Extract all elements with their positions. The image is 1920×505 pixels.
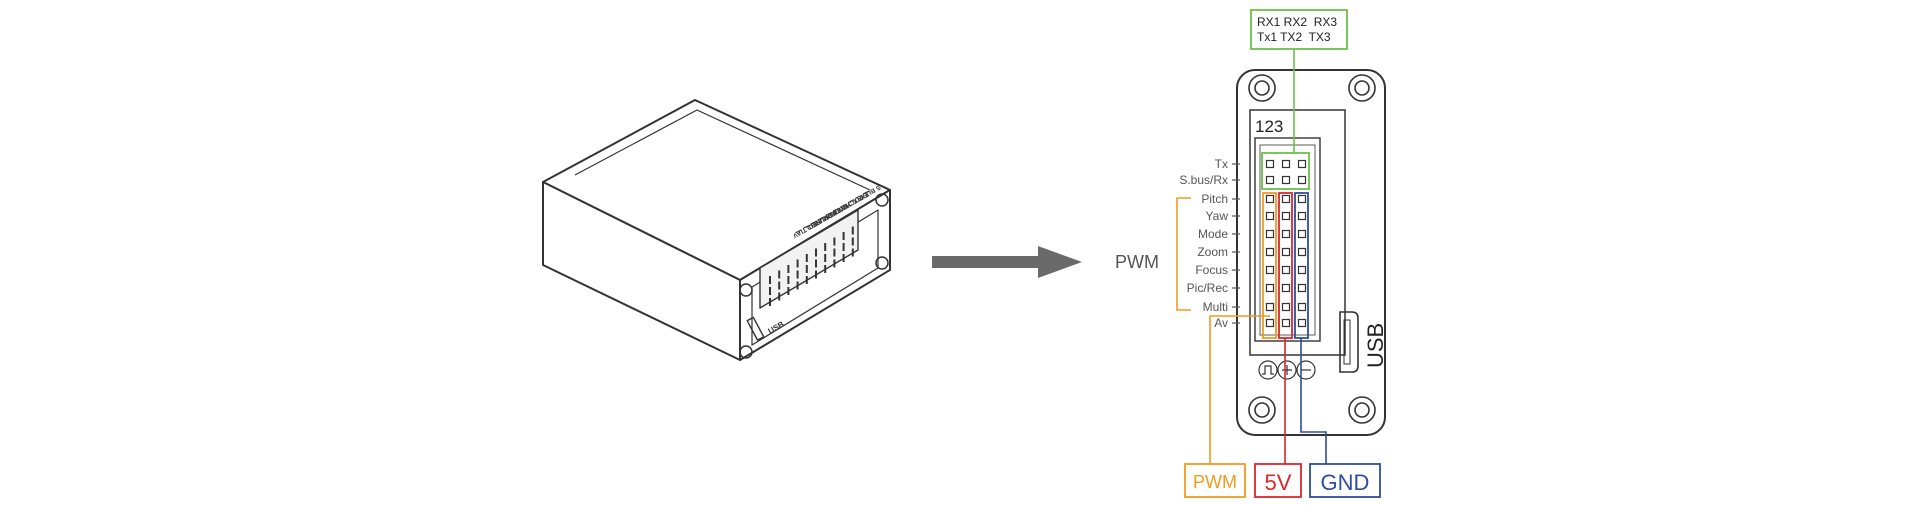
connector-pin (1281, 265, 1291, 275)
pin-label: Tx (1215, 157, 1228, 171)
uart-box-line2: Tx1 TX2 TX3 (1257, 30, 1331, 44)
connector-pin (1265, 211, 1275, 221)
pin-label: Zoom (1197, 245, 1228, 259)
device-label: AV (791, 229, 802, 240)
connector-pin (1281, 159, 1291, 169)
pwm-box-label: PWM (1193, 472, 1237, 492)
device-top-edge (574, 109, 871, 191)
gnd-box (1309, 463, 1381, 498)
pwm-group-label: PWM (1115, 252, 1159, 272)
connector-pin (1297, 159, 1307, 169)
connector-pin (1265, 283, 1275, 293)
minus-symbol (1296, 360, 1316, 380)
connector-pin (1265, 229, 1275, 239)
gnd-leader-line (1300, 338, 1327, 464)
connector-pin (1281, 247, 1291, 257)
device-label-tick (855, 194, 862, 199)
connector-pin (1281, 211, 1291, 221)
usb-label: USB (1363, 323, 1388, 368)
pwm-leader-line (1209, 315, 1270, 464)
device-label-tick (802, 224, 810, 229)
uart-box (1250, 9, 1348, 50)
connector-pin (1265, 194, 1275, 204)
device-label-tick (847, 199, 855, 204)
device-3d-illustration (542, 99, 891, 361)
connector-pin (1297, 318, 1307, 328)
screw-top-left (1248, 74, 1276, 102)
connector-pin (1297, 194, 1307, 204)
device-label-tick (795, 229, 802, 234)
device-label-tick (810, 220, 817, 225)
pwm-group-bracket (1176, 197, 1191, 311)
device-label-tick (832, 207, 840, 212)
v5-box (1254, 463, 1302, 498)
connector-pin (1265, 159, 1275, 169)
connector-pin (1297, 302, 1307, 312)
device-connector-opening (759, 209, 859, 309)
plus-symbol (1277, 360, 1297, 380)
connector-pin (1297, 211, 1307, 221)
header-housing (1254, 137, 1321, 342)
connector-pin (1297, 247, 1307, 257)
connector-pin (1265, 175, 1275, 185)
pin-label: S.bus/Rx (1179, 173, 1228, 187)
direction-arrow (932, 246, 1082, 278)
screw-bottom-right (1348, 396, 1376, 424)
connector-pin-grid (1265, 159, 1307, 328)
pin-label: Mode (1198, 227, 1228, 241)
device-pin-grid (769, 226, 854, 306)
screw-top-right (1348, 74, 1376, 102)
inner-board (1249, 109, 1346, 356)
connector-pin (1297, 175, 1307, 185)
connector-pin (1297, 283, 1307, 293)
connector-pin (1265, 318, 1275, 328)
gnd-box-label: GND (1321, 470, 1370, 495)
device-label: TX (858, 190, 869, 201)
usb-port (1339, 311, 1359, 373)
pwm-column-frame (1262, 192, 1277, 339)
header-housing-inner (1259, 144, 1316, 336)
pin-label: Av (1214, 316, 1228, 330)
device-label-tick (825, 212, 832, 216)
pin-label: Focus (1195, 263, 1228, 277)
connector-pin (1297, 265, 1307, 275)
connector-pin (1297, 229, 1307, 239)
corner-screws (1248, 74, 1376, 424)
v5-box-label: 5V (1265, 470, 1292, 495)
pin-label: Multi (1203, 300, 1228, 314)
column-numbers: 123 (1255, 117, 1283, 136)
connector-pin (1265, 265, 1275, 275)
connector-pin (1281, 318, 1291, 328)
connector-pin (1281, 283, 1291, 293)
device-label-tick (817, 216, 825, 221)
pin-label: Pitch (1201, 192, 1228, 206)
connector-pin (1281, 175, 1291, 185)
connector-pin (1281, 302, 1291, 312)
uart-rows-frame (1261, 152, 1310, 190)
connector-pin (1265, 247, 1275, 257)
connector-pin (1281, 194, 1291, 204)
device-label-tick (862, 190, 870, 195)
pin-label: Yaw (1206, 209, 1229, 223)
connector-pin (1265, 302, 1275, 312)
uart-box-line1: RX1 RX2 RX3 (1257, 15, 1337, 29)
pin-label: Pic/Rec (1187, 281, 1228, 295)
column-symbols (1258, 360, 1316, 380)
device-mount-holes (739, 193, 889, 359)
connector-pin (1281, 229, 1291, 239)
pwm-box (1184, 463, 1246, 498)
pwm-signal-symbol (1258, 360, 1278, 380)
device-usb-slot (746, 316, 765, 341)
screw-bottom-left (1248, 396, 1276, 424)
device-label-tick (840, 203, 847, 208)
pin-row-labels: TxS.bus/RxPitchYawModeZoomFocusPic/RecMu… (1179, 157, 1240, 330)
